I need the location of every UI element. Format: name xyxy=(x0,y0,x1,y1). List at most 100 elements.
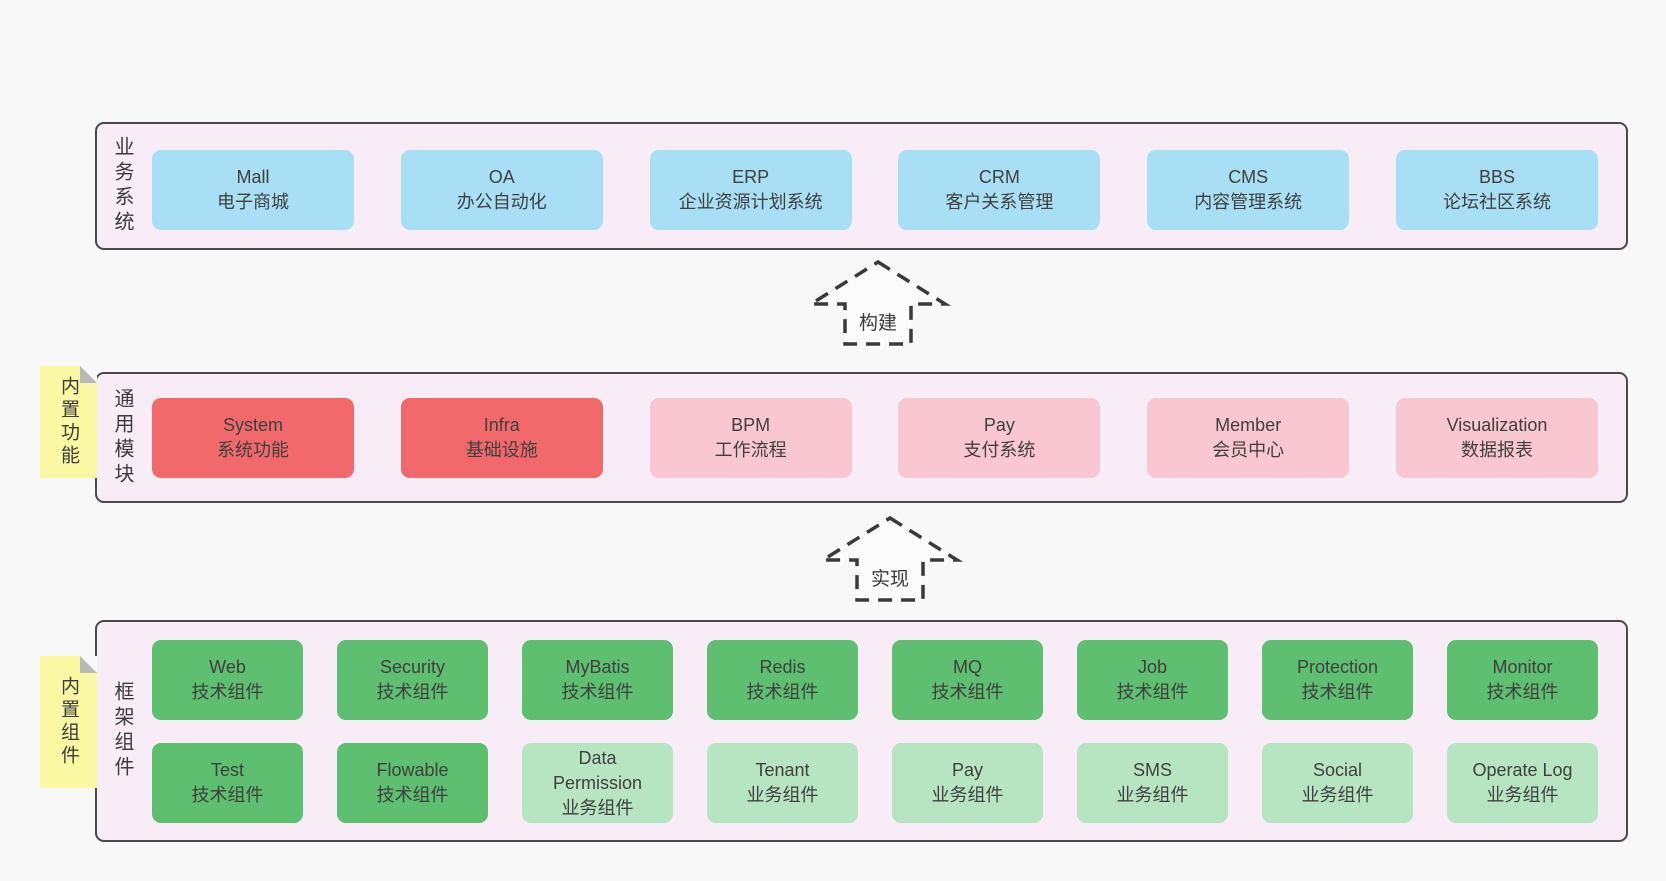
box-title: Mall xyxy=(236,167,270,187)
box-mq: MQ 技术组件 xyxy=(892,640,1043,720)
box-title: SMS xyxy=(1132,760,1172,780)
box-title: MQ xyxy=(953,657,982,677)
implement-arrow: 实现 xyxy=(815,514,965,604)
box-title: Web xyxy=(209,657,246,677)
box-title: Test xyxy=(210,760,244,780)
box-subtitle: 业务组件 xyxy=(746,785,819,805)
box-subtitle: 基础设施 xyxy=(465,440,538,460)
sticky-note-builtin-features: 内置功能 xyxy=(40,366,97,478)
box-visualization: Visualization 数据报表 xyxy=(1395,398,1598,478)
section-label-business: 业务系统 xyxy=(111,136,133,236)
box-sms: SMS 业务组件 xyxy=(1077,743,1228,823)
box-title: Job xyxy=(1137,657,1168,677)
section-common-modules: 内置功能 通用模块 System 系统功能 Infra 基础设施 BPM 工作流… xyxy=(40,366,1628,503)
box-subtitle: 技术组件 xyxy=(746,682,819,702)
up-arrow-icon xyxy=(804,259,952,346)
box-erp: ERP 企业资源计划系统 xyxy=(649,150,852,230)
box-cms: CMS 内容管理系统 xyxy=(1147,150,1350,230)
folded-corner-icon xyxy=(80,366,97,383)
section-framework-components: 内置组件 框架组件 Web 技术组件 Security 技术组件 MyBatis… xyxy=(40,620,1628,842)
box-title: Pay xyxy=(951,760,984,780)
box-subtitle: 业务组件 xyxy=(1486,785,1559,805)
box-subtitle: 技术组件 xyxy=(1486,682,1559,702)
box-tenant: Tenant 业务组件 xyxy=(707,743,858,823)
box-subtitle: 技术组件 xyxy=(191,682,264,702)
box-title: Redis xyxy=(759,657,806,677)
box-redis: Redis 技术组件 xyxy=(707,640,858,720)
box-pay-biz: Pay 业务组件 xyxy=(892,743,1043,823)
sticky-note-label: 内置组件 xyxy=(58,676,79,768)
box-subtitle: 业务组件 xyxy=(1301,785,1374,805)
box-mybatis: MyBatis 技术组件 xyxy=(522,640,673,720)
box-bbs: BBS 论坛社区系统 xyxy=(1395,150,1598,230)
box-title: Security xyxy=(379,657,446,677)
box-title: BBS xyxy=(1478,167,1515,187)
components-box-row-2: Test 技术组件 Flowable 技术组件 Data Permission … xyxy=(152,743,1598,823)
box-title: Operate Log xyxy=(1472,760,1573,780)
box-title: Infra xyxy=(483,415,520,435)
build-arrow: 构建 xyxy=(803,258,953,348)
box-subtitle: 电子商城 xyxy=(217,192,289,212)
box-title: Visualization xyxy=(1446,415,1548,435)
box-title: OA xyxy=(488,167,515,187)
box-subtitle: 业务组件 xyxy=(1116,785,1189,805)
box-title: MyBatis xyxy=(565,657,630,677)
folded-corner-icon xyxy=(80,656,97,673)
box-title: Protection xyxy=(1296,657,1379,677)
box-web: Web 技术组件 xyxy=(152,640,303,720)
box-subtitle: 内容管理系统 xyxy=(1194,192,1303,212)
section-business-systems: 业务系统 Mall 电子商城 OA 办公自动化 ERP 企业资源计划系统 CRM… xyxy=(95,122,1628,250)
section-label-modules: 通用模块 xyxy=(111,387,133,488)
box-title: CMS xyxy=(1228,167,1269,187)
box-protection: Protection 技术组件 xyxy=(1262,640,1413,720)
box-title: System xyxy=(222,415,283,435)
box-security: Security 技术组件 xyxy=(337,640,488,720)
box-title: Flowable xyxy=(376,760,449,780)
box-operate-log: Operate Log 业务组件 xyxy=(1447,743,1598,823)
box-subtitle: 技术组件 xyxy=(1116,682,1189,702)
sticky-note-builtin-components: 内置组件 xyxy=(40,656,97,788)
box-bpm: BPM 工作流程 xyxy=(649,398,852,478)
box-title: Social xyxy=(1312,760,1363,780)
box-subtitle: 企业资源计划系统 xyxy=(678,192,823,212)
box-subtitle: 业务组件 xyxy=(931,785,1004,805)
box-monitor: Monitor 技术组件 xyxy=(1447,640,1598,720)
build-arrow-label: 构建 xyxy=(854,308,902,335)
box-title: Data Permission xyxy=(552,747,643,793)
up-arrow-icon xyxy=(816,515,964,602)
box-subtitle: 业务组件 xyxy=(561,797,634,818)
box-title: Tenant xyxy=(755,760,810,780)
box-subtitle: 系统功能 xyxy=(217,440,289,460)
business-box-row: Mall 电子商城 OA 办公自动化 ERP 企业资源计划系统 CRM 客户关系… xyxy=(152,150,1598,230)
box-subtitle: 工作流程 xyxy=(714,440,787,460)
box-title: Member xyxy=(1215,415,1282,435)
box-subtitle: 技术组件 xyxy=(561,682,634,702)
box-infra: Infra 基础设施 xyxy=(400,398,603,478)
box-test: Test 技术组件 xyxy=(152,743,303,823)
box-member: Member 会员中心 xyxy=(1147,398,1350,478)
section-label-components: 框架组件 xyxy=(111,681,133,781)
box-subtitle: 技术组件 xyxy=(376,682,449,702)
box-subtitle: 会员中心 xyxy=(1212,440,1285,460)
box-subtitle: 数据报表 xyxy=(1460,440,1533,460)
box-data-permission: Data Permission 业务组件 xyxy=(522,743,673,823)
box-subtitle: 客户关系管理 xyxy=(945,192,1054,212)
box-social: Social 业务组件 xyxy=(1262,743,1413,823)
components-box-row-1: Web 技术组件 Security 技术组件 MyBatis 技术组件 Redi… xyxy=(152,640,1598,720)
box-job: Job 技术组件 xyxy=(1077,640,1228,720)
box-oa: OA 办公自动化 xyxy=(400,150,603,230)
box-title: ERP xyxy=(732,167,770,187)
box-title: Monitor xyxy=(1492,657,1553,677)
box-subtitle: 技术组件 xyxy=(376,785,449,805)
sticky-note-label: 内置功能 xyxy=(58,376,79,468)
box-mall: Mall 电子商城 xyxy=(152,150,354,230)
box-subtitle: 技术组件 xyxy=(931,682,1004,702)
box-system: System 系统功能 xyxy=(152,398,354,478)
box-subtitle: 技术组件 xyxy=(1301,682,1374,702)
box-subtitle: 论坛社区系统 xyxy=(1442,192,1551,212)
box-flowable: Flowable 技术组件 xyxy=(337,743,488,823)
modules-box-row: System 系统功能 Infra 基础设施 BPM 工作流程 Pay 支付系统… xyxy=(152,398,1598,478)
box-subtitle: 办公自动化 xyxy=(456,192,547,212)
box-pay: Pay 支付系统 xyxy=(898,398,1101,478)
